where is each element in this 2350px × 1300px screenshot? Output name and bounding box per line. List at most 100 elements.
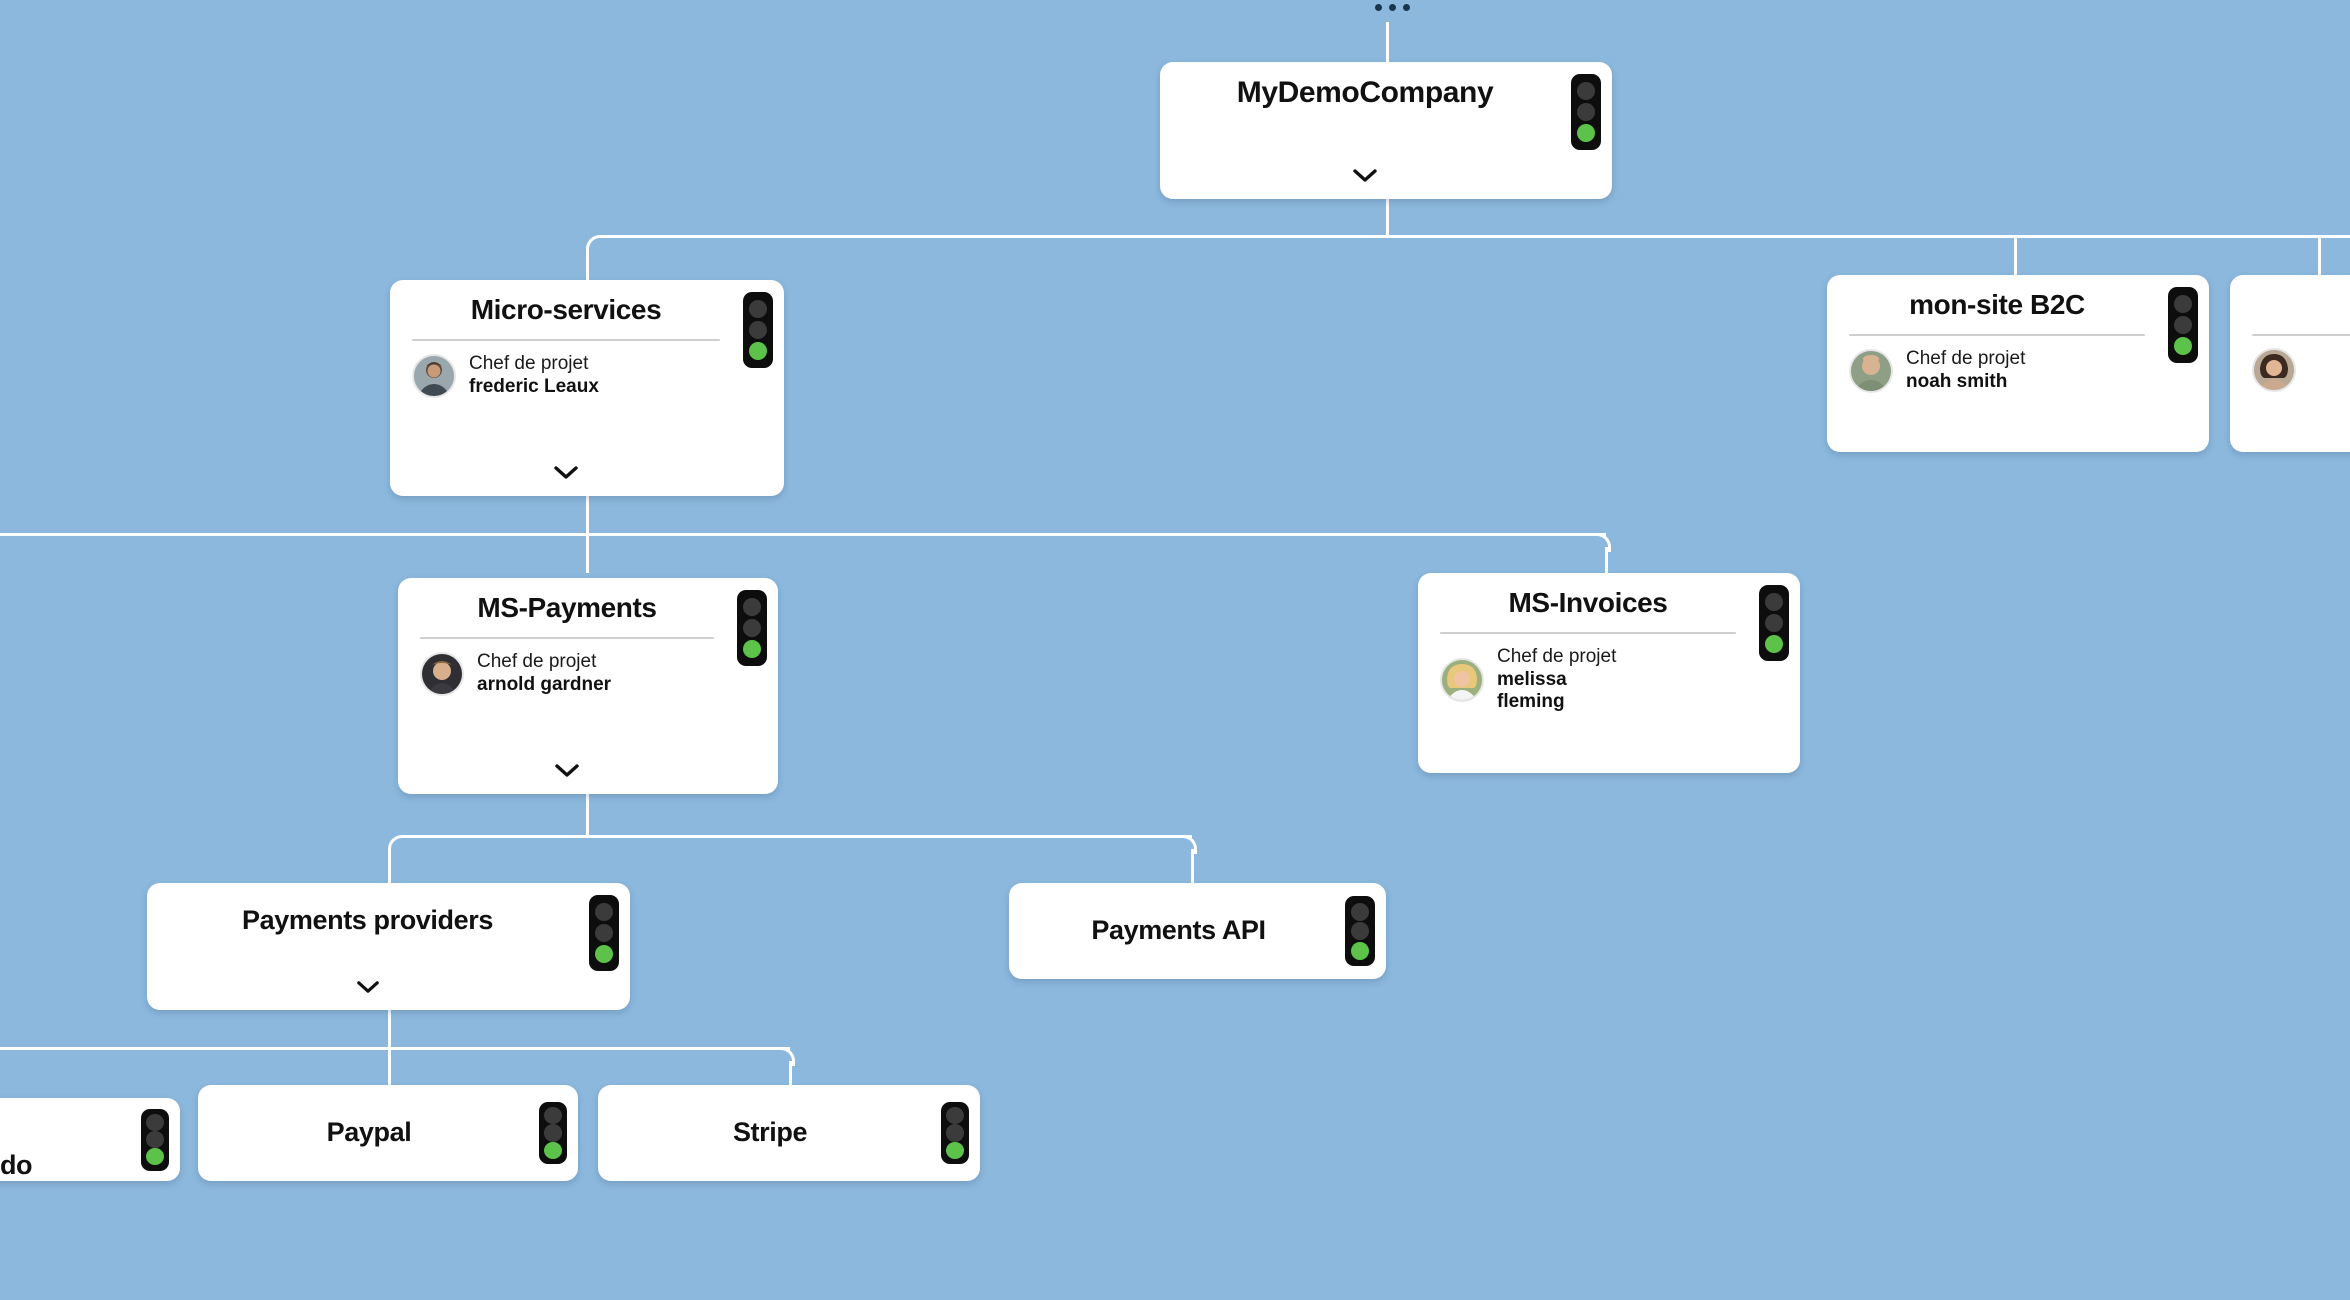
status-lamp-amber — [1765, 614, 1783, 632]
connector-to-ms-payments — [586, 533, 589, 573]
project-lead-row: Chef de projet frederic Leaux — [412, 353, 720, 398]
node-mydemocompany[interactable]: MyDemoCompany — [1160, 62, 1612, 199]
collapsed-parent-ellipsis[interactable] — [1375, 4, 1410, 11]
node-paypal[interactable]: Paypal — [198, 1085, 578, 1181]
connector-to-stripe — [789, 1061, 792, 1085]
status-lamp-red — [595, 903, 613, 921]
connector-to-payments-providers — [388, 849, 391, 883]
status-lamp-amber — [743, 619, 761, 637]
status-traffic-light[interactable] — [941, 1102, 969, 1164]
status-lamp-amber — [946, 1124, 964, 1142]
lead-name-line1: melissa — [1497, 668, 1567, 690]
status-traffic-light[interactable] — [737, 590, 767, 666]
node-mon-clipped[interactable]: mo — [2230, 275, 2350, 452]
status-lamp-green — [743, 640, 761, 658]
lead-role: Chef de projet — [1497, 646, 1617, 668]
expand-chevron-icon[interactable] — [554, 753, 580, 780]
node-title: MyDemoCompany — [1236, 76, 1494, 109]
node-title: Stripe — [732, 1117, 808, 1148]
status-traffic-light[interactable] — [1759, 585, 1789, 661]
status-lamp-green — [749, 342, 767, 360]
status-lamp-red — [946, 1107, 964, 1125]
status-lamp-green — [544, 1141, 562, 1159]
node-title: MS-Invoices — [1508, 587, 1668, 618]
status-traffic-light[interactable] — [1571, 74, 1601, 150]
project-lead-row — [2252, 348, 2350, 393]
expand-chevron-icon[interactable] — [1352, 158, 1378, 185]
connector-level5-bus — [0, 1047, 790, 1050]
status-lamp-red — [2174, 295, 2192, 313]
divider — [412, 339, 720, 342]
divider — [420, 637, 714, 640]
connector-level4-bus — [402, 835, 1192, 838]
node-ms-invoices[interactable]: MS-Invoices Chef de projet melissa flemi… — [1418, 573, 1800, 773]
node-title: odo — [0, 1149, 33, 1180]
status-lamp-amber — [749, 321, 767, 339]
status-traffic-light[interactable] — [589, 895, 619, 971]
ellipsis-dot — [1375, 4, 1382, 11]
status-traffic-light[interactable] — [539, 1102, 567, 1164]
divider — [1440, 632, 1736, 635]
expand-chevron-icon[interactable] — [553, 455, 579, 482]
status-lamp-green — [946, 1141, 964, 1159]
ellipsis-dot — [1403, 4, 1410, 11]
divider — [2252, 334, 2350, 337]
status-lamp-green — [146, 1148, 164, 1166]
node-title: Micro-services — [470, 294, 662, 325]
status-lamp-green — [2174, 337, 2192, 355]
status-lamp-green — [1577, 124, 1595, 142]
status-lamp-red — [544, 1107, 562, 1125]
connector-level5-bus-right-corner — [776, 1047, 795, 1066]
expand-chevron-icon[interactable] — [356, 970, 380, 996]
status-traffic-light[interactable] — [1345, 896, 1375, 966]
project-lead-row: Chef de projet melissa fleming — [1440, 646, 1736, 713]
ellipsis-dot — [1389, 4, 1396, 11]
connector-level4-bus-left-corner — [388, 835, 407, 854]
connector-root-down — [1386, 198, 1389, 237]
connector-level3-bus — [0, 533, 1606, 536]
connector-root-to-parent — [1386, 22, 1389, 70]
node-title: Payments API — [1091, 915, 1266, 946]
status-traffic-light[interactable] — [141, 1108, 169, 1171]
lead-role: Chef de projet — [477, 651, 597, 673]
connector-to-mon-site-b2c — [2014, 235, 2017, 275]
node-title: mon-site B2C — [1909, 289, 2085, 320]
status-traffic-light[interactable] — [2168, 287, 2198, 363]
connector-level2-bus-left-corner — [586, 235, 605, 254]
node-ms-payments[interactable]: MS-Payments Chef de projet arnold gardne… — [398, 578, 778, 794]
status-lamp-amber — [146, 1130, 164, 1149]
connector-level2-bus — [600, 235, 2350, 238]
connector-to-payments-api — [1191, 849, 1194, 883]
connector-level4-bus-right-corner — [1178, 835, 1197, 854]
node-micro-services[interactable]: Micro-services Chef de projet frederic L… — [390, 280, 784, 496]
lead-role: Chef de projet — [1906, 348, 2026, 370]
lead-name-line2: fleming — [1497, 691, 1565, 712]
node-title: Payments providers — [242, 905, 493, 935]
node-payments-providers[interactable]: Payments providers — [147, 883, 630, 1010]
status-lamp-amber — [1577, 103, 1595, 121]
connector-to-micro-services — [586, 249, 589, 281]
status-lamp-amber — [595, 924, 613, 942]
node-mon-site-b2c[interactable]: mon-site B2C Chef de projet noah smith — [1827, 275, 2209, 452]
connector-ms-payments-down — [586, 793, 589, 837]
node-title: mo — [2252, 289, 2350, 321]
status-lamp-amber — [1351, 922, 1369, 940]
status-traffic-light[interactable] — [743, 292, 773, 368]
avatar — [412, 353, 456, 398]
node-provider-clipped[interactable]: odo — [0, 1098, 180, 1181]
status-lamp-amber — [2174, 316, 2192, 334]
status-lamp-red — [146, 1113, 164, 1131]
connector-micro-services-down — [586, 495, 589, 535]
lead-role: Chef de projet — [469, 353, 589, 375]
status-lamp-green — [595, 945, 613, 963]
connector-providers-stem — [388, 1014, 391, 1050]
node-stripe[interactable]: Stripe — [598, 1085, 980, 1181]
node-payments-api[interactable]: Payments API — [1009, 883, 1386, 979]
connector-level3-bus-right-corner — [1592, 533, 1611, 552]
status-lamp-green — [1351, 941, 1369, 960]
connector-to-mon-clipped — [2318, 235, 2321, 275]
status-lamp-red — [1765, 593, 1783, 611]
status-lamp-green — [1765, 635, 1783, 653]
node-title: MS-Payments — [477, 592, 657, 623]
